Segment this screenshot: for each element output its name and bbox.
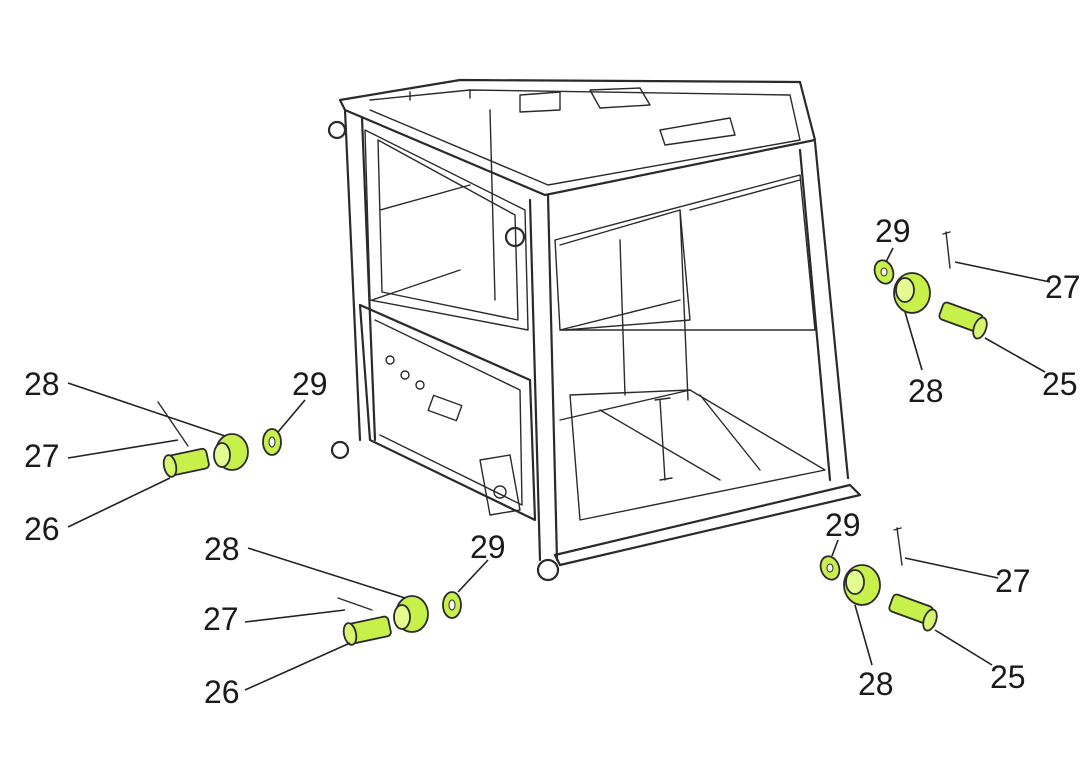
callout-ul-29: 29 xyxy=(292,366,328,402)
leader-ur-27 xyxy=(954,261,1051,283)
callout-ll-26: 26 xyxy=(204,674,240,710)
hinge-top-left xyxy=(327,120,347,140)
washer-29-upper-right xyxy=(873,259,895,285)
callout-ur-27: 27 xyxy=(1045,269,1081,305)
leader-ur-28 xyxy=(904,311,923,371)
slot-panel xyxy=(427,394,463,422)
roof-inner xyxy=(369,89,801,186)
bolt-2 xyxy=(400,370,410,380)
upper-right-mount-group: 29 27 28 25 xyxy=(873,213,1081,409)
callout-ur-29: 29 xyxy=(875,213,911,249)
callout-lr-27: 27 xyxy=(995,563,1031,599)
front-corner-pillar xyxy=(528,193,559,562)
cotter-pin-27-lower-left xyxy=(337,597,373,611)
washer-29-lower-right xyxy=(819,555,841,581)
leader-lr-25 xyxy=(934,629,993,666)
leader-lr-28 xyxy=(854,604,873,666)
lower-left-mount-group: 28 29 27 26 xyxy=(203,529,506,710)
foot-left xyxy=(330,440,350,460)
bushing-28-lower-right xyxy=(843,564,881,606)
pin-26-lower xyxy=(342,615,392,646)
foot-front xyxy=(536,558,560,582)
callout-lr-25: 25 xyxy=(990,659,1026,695)
front-window xyxy=(364,129,529,331)
side-frame-bars xyxy=(559,209,691,421)
lower-right-mount-group: 29 27 28 25 xyxy=(819,507,1031,702)
callout-ur-28: 28 xyxy=(908,373,944,409)
leader-ul-29 xyxy=(277,399,306,433)
window-bar xyxy=(371,109,496,301)
lower-left-panel xyxy=(374,319,523,506)
callout-ul-28: 28 xyxy=(24,366,60,402)
floor-inner xyxy=(569,389,826,521)
roof-panel-3 xyxy=(659,117,736,146)
leader-ur-29 xyxy=(885,247,894,263)
cotter-pin-27-lower-right xyxy=(893,527,903,566)
front-window-inner xyxy=(377,139,519,321)
roof-outline xyxy=(338,78,817,197)
roof-panel-2 xyxy=(589,87,651,109)
leader-ll-27 xyxy=(244,609,346,623)
upper-left-mount-group: 28 29 27 26 xyxy=(24,366,328,547)
cotter-pin-27-upper-left xyxy=(157,401,189,447)
callout-ur-25: 25 xyxy=(1042,366,1078,402)
hinge-top-front xyxy=(504,226,526,248)
lower-bracket xyxy=(479,454,521,516)
pin-25-upper xyxy=(938,301,988,340)
bushing-28-upper-left xyxy=(213,433,249,471)
roof-panel-1 xyxy=(519,91,561,113)
pin-26-upper xyxy=(162,447,210,478)
washer-29-upper-left xyxy=(262,428,282,456)
bolt-1 xyxy=(385,355,395,365)
leader-ul-27 xyxy=(67,439,179,459)
rear-right-pillar xyxy=(798,140,850,482)
side-window xyxy=(554,174,816,331)
leader-ll-28 xyxy=(247,547,406,599)
cotter-pin-27-upper-right xyxy=(942,231,951,269)
lower-left-body xyxy=(358,303,537,522)
callout-ll-27: 27 xyxy=(203,601,239,637)
leader-lr-27 xyxy=(904,557,999,579)
leader-ll-26 xyxy=(244,642,351,691)
foot-mid xyxy=(493,485,507,499)
leader-lr-29 xyxy=(831,539,839,557)
leader-ul-26 xyxy=(67,477,171,528)
leader-ur-25 xyxy=(984,337,1046,373)
callout-ll-29: 29 xyxy=(470,529,506,565)
cab-frame xyxy=(327,78,862,582)
floor-frame xyxy=(553,483,862,567)
leader-ul-28 xyxy=(67,382,226,437)
callout-lr-28: 28 xyxy=(858,666,894,702)
side-window-inner xyxy=(559,179,801,331)
callout-ul-27: 27 xyxy=(24,438,60,474)
pin-25-lower xyxy=(888,593,938,632)
bushing-28-lower-left xyxy=(393,595,429,633)
callout-lr-29: 29 xyxy=(825,507,861,543)
leader-ll-29 xyxy=(457,559,489,593)
callout-ll-28: 28 xyxy=(204,531,240,567)
bushing-28-upper-right xyxy=(893,272,931,314)
roof-edge-left xyxy=(409,89,471,101)
left-front-pillar xyxy=(343,108,377,442)
bolt-3 xyxy=(415,380,425,390)
door-handle xyxy=(654,397,673,481)
washer-29-lower-left xyxy=(442,591,462,619)
callout-ul-26: 26 xyxy=(24,511,60,547)
